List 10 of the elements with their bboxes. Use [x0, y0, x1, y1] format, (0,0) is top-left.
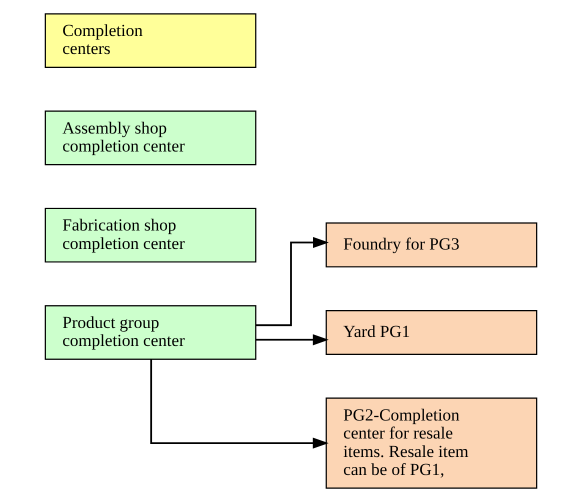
node-box: Yard PG1 [325, 309, 537, 354]
arrow [150, 358, 328, 448]
node-box: Foundry for PG3 [325, 222, 537, 267]
arrow [255, 334, 328, 345]
node-box: Fabrication shop completion center [44, 207, 256, 262]
node-box: Assembly shop completion center [44, 110, 256, 165]
node-box: PG2-Completion center for resale items. Resale item can be of PG1, [325, 397, 537, 488]
arrow [255, 236, 328, 326]
node-box: Product group completion center [44, 304, 256, 360]
node-box: Completion centers [44, 12, 256, 68]
